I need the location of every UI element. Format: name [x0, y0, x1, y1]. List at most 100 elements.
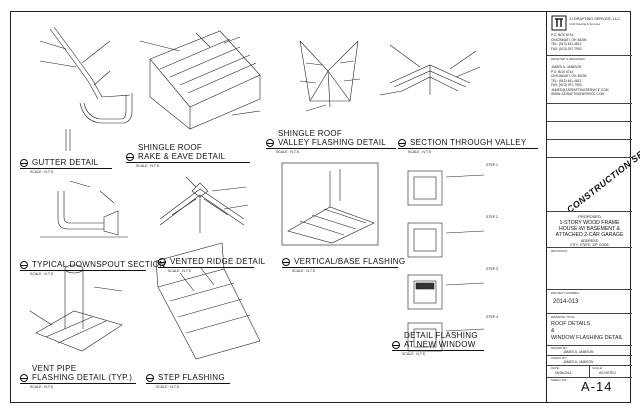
window-flashing-title-line2: AT NEW WINDOW: [404, 340, 476, 349]
company-logo-icon: [551, 15, 567, 31]
window-flashing-underline: [392, 350, 484, 351]
drawn-by-label: DRAWN BY:: [551, 346, 568, 350]
window-step-4-label: STEP 4: [486, 315, 498, 319]
scale-value: AS NOTED: [599, 371, 616, 375]
window-step-1-label: STEP 1: [486, 163, 498, 167]
title-block-divider: [547, 139, 632, 140]
vent-pipe-drawing: [29, 264, 123, 352]
sheet-number-label: SHEET NO.:: [551, 378, 568, 382]
drawing-title-line-1: ROOF DETAILS: [551, 321, 591, 327]
title-block-divider: [547, 247, 632, 248]
title-block-divider: [547, 313, 632, 314]
valley-flashing-drawing: [299, 40, 361, 112]
vertical-base-title: VERTICAL/BASE FLASHING: [294, 257, 406, 266]
title-block-divider: [547, 355, 632, 356]
section-valley-drawing: [379, 44, 481, 96]
title-block-divider: [547, 157, 632, 158]
downspout-underline: [20, 270, 146, 271]
step-flashing-marker: [146, 374, 154, 382]
downspout-marker: [20, 261, 28, 269]
company-name: JJ DRAFTING SERVICE, LLC: [569, 17, 620, 21]
company-address-2: CINCINNATI, OH 45206: [551, 37, 587, 42]
step-flashing-underline: [146, 383, 230, 384]
step-flashing-drawing: [155, 242, 261, 360]
valley-flashing-title-line2: VALLEY FLASHING DETAIL: [278, 138, 386, 147]
title-block-divider: [547, 121, 632, 122]
title-block-divider: [547, 211, 632, 212]
title-block-divider: [547, 103, 632, 104]
vertical-base-marker: [282, 258, 290, 266]
date-value: 06/26/2014: [555, 371, 572, 375]
checked-by-label: CHECK BY:: [551, 356, 568, 360]
gutter-detail-drawing: [39, 26, 133, 151]
designer-line-1: JAMES A. JAMISON: [551, 65, 582, 69]
section-valley-scale: SCALE : N.T.S: [408, 150, 431, 154]
vent-pipe-title-line2: FLASHING DETAIL (TYP.): [32, 373, 133, 382]
vent-pipe-title-line1: VENT PIPE: [32, 364, 77, 373]
valley-flashing-underline: [266, 148, 396, 149]
date-label: DATE:: [551, 366, 560, 370]
valley-flashing-title-line1: SHINGLE ROOF: [278, 129, 343, 138]
downspout-scale: SCALE : N.T.S: [30, 272, 53, 276]
rake-eave-underline: [126, 162, 250, 163]
section-valley-underline: [398, 148, 538, 149]
vented-ridge-scale: SCALE : N.T.S: [168, 269, 191, 273]
company-address-1: P.O. BOX 6744: [551, 33, 574, 37]
step-flashing-title: STEP FLASHING: [158, 373, 225, 382]
drawing-area: GUTTER DETAIL SCALE : N.T.S SHINGLE ROOF…: [10, 11, 546, 403]
vented-ridge-title: VENTED RIDGE DETAIL: [170, 257, 266, 266]
construction-set-stamp: CONSTRUCTION SET: [565, 145, 640, 215]
gutter-detail-title: GUTTER DETAIL: [32, 158, 99, 167]
designer-email: JAMES@JJDRAFTINGSERVICE.COM: [551, 87, 609, 92]
company-address-3: TEL: (513) 461-4812: [551, 42, 582, 46]
designer-website: WWW.JJDRAFTINGSERVICE.COM: [551, 92, 605, 96]
title-block: JJ DRAFTING SERVICE, LLC CAD Drawing & S…: [546, 11, 640, 403]
drawn-by-value: JAMES A. JAMISON: [563, 350, 594, 354]
company-address-4: FAX: (513) 297-7903: [551, 46, 582, 51]
project-line-3: ATTACHED 2-CAR GARAGE: [555, 232, 624, 238]
vent-pipe-scale: SCALE : N.T.S: [30, 385, 53, 389]
drafted-label: DRAFTED & DESIGNED:: [551, 57, 586, 61]
downspout-drawing: [40, 180, 128, 238]
drawing-title-label: DRAWING TITLE:: [551, 315, 576, 319]
project-number-label: PROJECT NUMBER:: [551, 291, 580, 295]
checked-by-value: JAMES A. JAMISON: [563, 360, 594, 364]
revisions-label: REVISIONS: [551, 249, 568, 253]
vertical-base-underline: [282, 267, 398, 268]
vertical-base-flashing-drawing: [281, 162, 379, 246]
detail-drawings: [29, 26, 485, 360]
rake-eave-title-line1: SHINGLE ROOF: [138, 143, 203, 152]
project-number-value: 2014-013: [553, 299, 579, 305]
title-block-divider: [547, 377, 632, 378]
vented-ridge-drawing: [159, 176, 249, 233]
rake-eave-drawing: [139, 30, 261, 130]
designer-line-5: FAX: (513) 297-7903: [551, 83, 582, 87]
vented-ridge-marker: [158, 258, 166, 266]
designer-line-2: P.O. BOX 6744: [551, 69, 574, 74]
project-address-label: ADDRESS: [581, 239, 598, 243]
window-flashing-scale: SCALE : N.T.S: [402, 352, 425, 356]
valley-flashing-marker: [266, 139, 274, 147]
vent-pipe-underline: [20, 383, 136, 384]
valley-flashing-scale: SCALE : N.T.S: [276, 150, 299, 154]
gutter-detail-underline: [20, 168, 112, 169]
title-block-divider: [547, 55, 632, 56]
sheet-number-value: A-14: [581, 379, 613, 394]
rake-eave-detail-marker: [126, 153, 134, 161]
downspout-title: TYPICAL DOWNSPOUT SECTION: [32, 260, 166, 269]
project-city-label: CITY, STATE, ZIP CODE: [570, 243, 609, 247]
designer-line-4: TEL: (513) 461-4812: [551, 78, 582, 83]
rake-eave-scale: SCALE : N.T.S: [136, 164, 159, 168]
gutter-detail-scale: SCALE : N.T.S: [30, 170, 53, 174]
window-step-2-label: STEP 2: [486, 215, 498, 219]
section-valley-title: SECTION THROUGH VALLEY: [410, 138, 527, 147]
gutter-detail-marker: [20, 159, 28, 167]
title-block-divider: [547, 289, 632, 290]
project-line-2: HOUSE W/ BASEMENT &: [558, 226, 620, 232]
title-block-divider: [547, 345, 632, 346]
proposed-label: PROPOSED: [578, 214, 601, 219]
project-line-1: 1-STORY WOOD FRAME: [559, 220, 620, 226]
window-step-3-label: STEP 3: [486, 267, 498, 271]
vented-ridge-underline: [158, 267, 254, 268]
